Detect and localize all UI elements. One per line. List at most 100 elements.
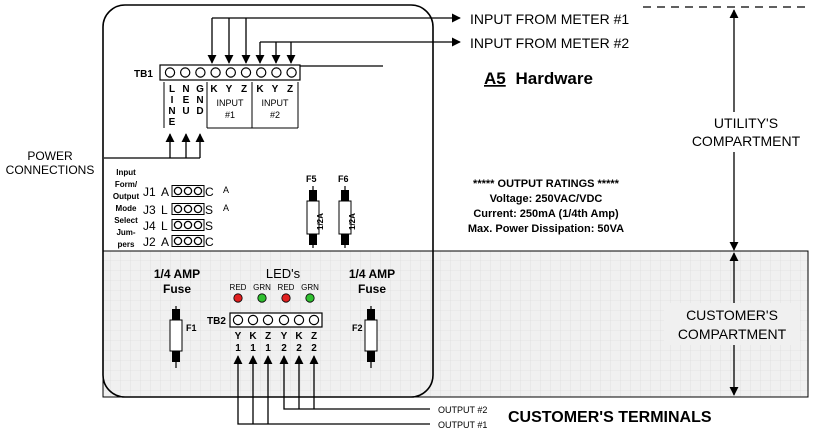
led-indicator	[305, 293, 315, 303]
tb1-terminal	[179, 67, 191, 78]
fuse-f6-rating: 1/2A	[348, 213, 357, 230]
utility-label-1: UTILITY'S	[714, 115, 778, 131]
hardware-title: A5 Hardware	[484, 69, 593, 88]
jumper-pin	[183, 204, 193, 214]
tb2-letter: Y	[235, 331, 242, 342]
line-letter: E	[169, 117, 176, 128]
gnd-letters: G N D	[196, 84, 204, 117]
gnd-letter: G	[196, 84, 204, 95]
tb2-letter: Z	[265, 331, 271, 342]
ratings-voltage: Voltage: 250VAC/VDC	[490, 193, 603, 205]
jumper-note: A	[223, 203, 229, 213]
fuse-f5-rating: 1/2A	[316, 213, 325, 230]
fuse-left-title: 1/4 AMP Fuse	[154, 267, 200, 296]
jumper-row-j1: J1 A C A	[143, 185, 229, 199]
jumper-name: J3	[143, 203, 156, 217]
led-indicator	[257, 293, 267, 303]
tb1-letters: K Y Z K Y Z	[210, 84, 293, 95]
tb2-number: 2	[296, 343, 302, 354]
tb2-terminal	[293, 314, 305, 326]
jumper-pin	[183, 220, 193, 230]
tb2-letters: Y K Z Y K Z	[235, 331, 317, 342]
jumper-left: A	[161, 235, 169, 249]
jumper-side-line: Form/	[115, 180, 138, 189]
jumper-name: J4	[143, 219, 156, 233]
jumper-pin	[193, 186, 203, 196]
tb2-number: 2	[311, 343, 317, 354]
customer-compartment-label-2: COMPARTMENT	[678, 326, 787, 342]
input1-number: #1	[225, 110, 235, 120]
tb2-block	[229, 312, 323, 328]
tb1-letter: K	[210, 84, 218, 95]
fuse-left-line1: 1/4 AMP	[154, 267, 200, 281]
jumper-rows: J1 A C A J3 L S A J4 L S J2 A C	[143, 185, 229, 249]
neut-letter: N	[182, 84, 189, 95]
tb2-terminals	[232, 314, 320, 326]
led-indicators	[233, 293, 315, 303]
utility-label-2: COMPARTMENT	[692, 133, 801, 149]
led-label: RED	[278, 283, 295, 292]
jumper-name: J2	[143, 235, 156, 249]
jumper-pin	[173, 204, 183, 214]
tb2-terminal	[308, 314, 320, 326]
jumper-pin	[173, 186, 183, 196]
tb1-letter: Z	[241, 84, 247, 95]
led-indicator	[281, 293, 291, 303]
fuse-right-title: 1/4 AMP Fuse	[349, 267, 395, 296]
tb1-letter: Z	[287, 84, 293, 95]
input1-label: INPUT	[217, 98, 245, 108]
jumper-side-line: Input	[116, 168, 136, 177]
jumper-left: A	[161, 185, 169, 199]
tb1-letter: Y	[272, 84, 279, 95]
power-label-1: POWER	[27, 149, 73, 163]
jumper-right: S	[205, 203, 213, 217]
led-labels: RED GRN RED GRN	[230, 283, 320, 292]
tb1-terminal	[271, 67, 282, 78]
tb1-terminal	[164, 67, 176, 78]
line-letter: L	[169, 84, 175, 95]
jumper-left: L	[161, 203, 168, 217]
jumper-pin	[193, 220, 203, 230]
input-meter-1-label: INPUT FROM METER #1	[470, 11, 629, 27]
tb2-numbers: 1 1 1 2 2 2	[235, 343, 317, 354]
led-label: GRN	[301, 283, 319, 292]
neut-letter: E	[183, 95, 190, 106]
tb2-letter: K	[249, 331, 257, 342]
input2-number: #2	[270, 110, 280, 120]
jumper-side-label: Input Form/ Output Mode Select Jum- pers	[113, 168, 140, 249]
tb2-terminal	[278, 314, 290, 326]
jumper-side-line: pers	[118, 240, 135, 249]
tb1-dividers	[163, 82, 299, 129]
jumper-block	[171, 235, 205, 247]
jumper-pin	[173, 236, 183, 246]
jumper-side-line: Mode	[116, 204, 137, 213]
fuse-f5-label: F5	[306, 174, 317, 184]
output-1-label: OUTPUT #1	[438, 420, 487, 430]
led-label: GRN	[253, 283, 271, 292]
fuse-f1: F1	[169, 306, 197, 368]
fuse-f6: F6 1/2A	[338, 174, 357, 248]
jumper-pin	[183, 186, 193, 196]
power-label-2: CONNECTIONS	[6, 163, 95, 177]
fuse-f5: F5 1/2A	[306, 174, 325, 248]
neut-letters: N E U	[182, 84, 189, 117]
output-2-label: OUTPUT #2	[438, 405, 487, 415]
line-letters: L I N E	[168, 84, 175, 128]
jumper-right: C	[205, 235, 214, 249]
jumper-pin	[193, 204, 203, 214]
tb2-terminal	[262, 314, 274, 326]
ratings-current: Current: 250mA (1/4th Amp)	[473, 208, 619, 220]
jumper-left: L	[161, 219, 168, 233]
led-indicator	[233, 293, 243, 303]
customer-compartment-label-1: CUSTOMER'S	[686, 307, 778, 323]
jumper-row-j3: J3 L S A	[143, 203, 229, 217]
jumper-row-j2: J2 A C	[143, 235, 214, 249]
jumper-row-j4: J4 L S	[143, 219, 213, 233]
tb2-label: TB2	[207, 316, 226, 327]
jumper-block	[171, 219, 205, 231]
tb2-terminal	[232, 314, 244, 326]
hardware-model: A5	[484, 69, 506, 88]
tb1-terminal	[256, 67, 267, 78]
tb1-letter: Y	[226, 84, 233, 95]
